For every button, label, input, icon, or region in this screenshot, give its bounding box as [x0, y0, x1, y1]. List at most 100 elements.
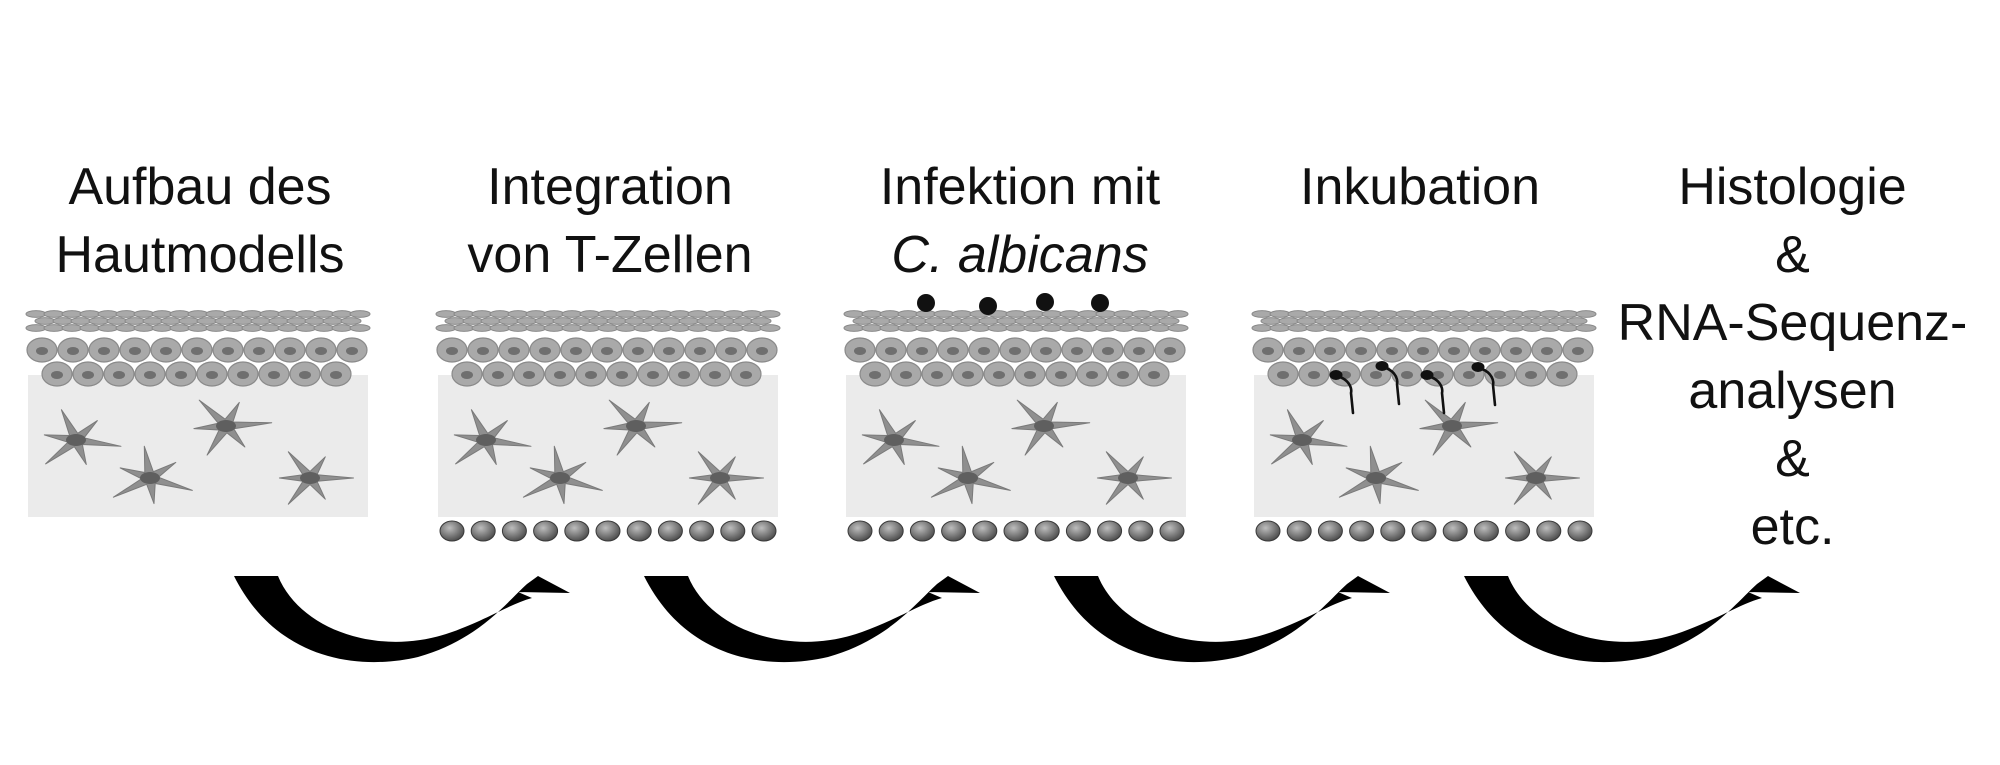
t-cell	[470, 520, 496, 542]
flat-cell	[1041, 310, 1063, 318]
flat-cell	[304, 317, 326, 325]
flat-cell	[543, 324, 565, 332]
step-label-infektion: Infektion mit C. albicans	[835, 153, 1205, 289]
flat-cell	[1149, 324, 1171, 332]
t-cell	[941, 520, 967, 542]
flat-cell	[322, 317, 344, 325]
keratinocyte-nucleus	[947, 347, 959, 355]
t-cell	[689, 520, 715, 542]
flat-cell	[543, 310, 565, 318]
flat-cell	[1431, 324, 1453, 332]
keratinocyte-nucleus	[477, 347, 489, 355]
fibroblast	[278, 451, 354, 505]
hypha-tail	[1338, 375, 1355, 415]
flat-cell	[669, 324, 691, 332]
flat-cell	[444, 317, 466, 325]
flat-cell	[97, 310, 119, 318]
flat-cell	[1305, 324, 1327, 332]
keratinocyte-nucleus	[1463, 371, 1475, 379]
flat-cell	[1449, 310, 1471, 318]
curved-arrow-icon-4	[1464, 576, 1800, 663]
flat-cell	[588, 317, 610, 325]
keratinocyte-nucleus	[1009, 347, 1021, 355]
flat-cell	[615, 310, 637, 318]
hypha	[1471, 362, 1497, 407]
t-cell	[1442, 520, 1468, 542]
flat-cell	[1014, 317, 1036, 325]
flat-cell	[1122, 317, 1144, 325]
flat-cell	[187, 324, 209, 332]
flat-cell	[687, 324, 709, 332]
fibroblast	[1504, 451, 1580, 505]
keratinocyte-nucleus	[725, 347, 737, 355]
hypha-tail	[1429, 375, 1446, 415]
fibroblast-nucleus	[1292, 434, 1312, 446]
fibroblast-nucleus	[550, 472, 570, 484]
t-cell	[595, 520, 621, 542]
process-arrows	[234, 576, 1800, 663]
fibroblast	[453, 409, 532, 465]
keratinocyte-nucleus	[900, 371, 912, 379]
keratinocyte-nucleus	[67, 347, 79, 355]
flat-cell	[759, 324, 781, 332]
flat-cell	[286, 317, 308, 325]
dermis-layer	[438, 375, 778, 517]
t-cell-layer	[1255, 520, 1593, 542]
keratinocyte-nucleus	[1525, 371, 1537, 379]
keratinocyte-nucleus	[585, 371, 597, 379]
flat-cell	[1350, 317, 1372, 325]
flat-cell	[25, 324, 47, 332]
flat-cell	[978, 317, 1000, 325]
flat-cell	[1521, 324, 1543, 332]
flat-cell	[178, 317, 200, 325]
fibroblast	[193, 399, 273, 456]
flat-cell	[1557, 324, 1579, 332]
flat-cell	[888, 317, 910, 325]
flat-cell	[1404, 317, 1426, 325]
fibroblast-nucleus	[1118, 472, 1138, 484]
t-cell	[1159, 520, 1185, 542]
flat-cell	[453, 310, 475, 318]
flat-cell	[1431, 310, 1453, 318]
keratinocyte-nucleus	[1401, 371, 1413, 379]
flat-cell	[525, 310, 547, 318]
flat-cell	[1359, 310, 1381, 318]
keratinocyte-nucleus	[616, 371, 628, 379]
flat-cell	[861, 310, 883, 318]
flat-cell	[915, 324, 937, 332]
flat-cell	[924, 317, 946, 325]
flat-cell	[1467, 310, 1489, 318]
flat-cell	[642, 317, 664, 325]
keratinocyte-nucleus	[299, 371, 311, 379]
t-cell	[720, 520, 746, 542]
flat-cell	[1032, 317, 1054, 325]
flat-cell	[1005, 324, 1027, 332]
flat-cell	[169, 310, 191, 318]
flat-cell	[70, 317, 92, 325]
yeast-cell	[917, 294, 935, 312]
flat-cell	[471, 310, 493, 318]
fibroblast-nucleus	[884, 434, 904, 446]
flat-cell	[1269, 324, 1291, 332]
epidermis-layer	[843, 310, 1189, 387]
skin-model-incubated	[1251, 310, 1597, 542]
flat-cell	[1386, 317, 1408, 325]
fibroblast	[1096, 451, 1172, 505]
flat-cell	[61, 310, 83, 318]
fibroblast	[43, 409, 122, 465]
flat-cell	[1449, 324, 1471, 332]
flat-cell	[214, 317, 236, 325]
keratinocyte-nucleus	[1370, 371, 1382, 379]
flat-cell	[606, 317, 628, 325]
fibroblast	[1269, 409, 1348, 465]
flat-cell	[579, 310, 601, 318]
flat-cell	[525, 324, 547, 332]
keratinocyte-nucleus	[931, 371, 943, 379]
fibroblast-nucleus	[476, 434, 496, 446]
fibroblast	[603, 399, 683, 456]
flat-cell	[1167, 310, 1189, 318]
flat-cell	[1422, 317, 1444, 325]
curved-arrow-icon-3	[1054, 576, 1390, 663]
keratinocyte-nucleus	[160, 347, 172, 355]
flat-cell	[1086, 317, 1108, 325]
